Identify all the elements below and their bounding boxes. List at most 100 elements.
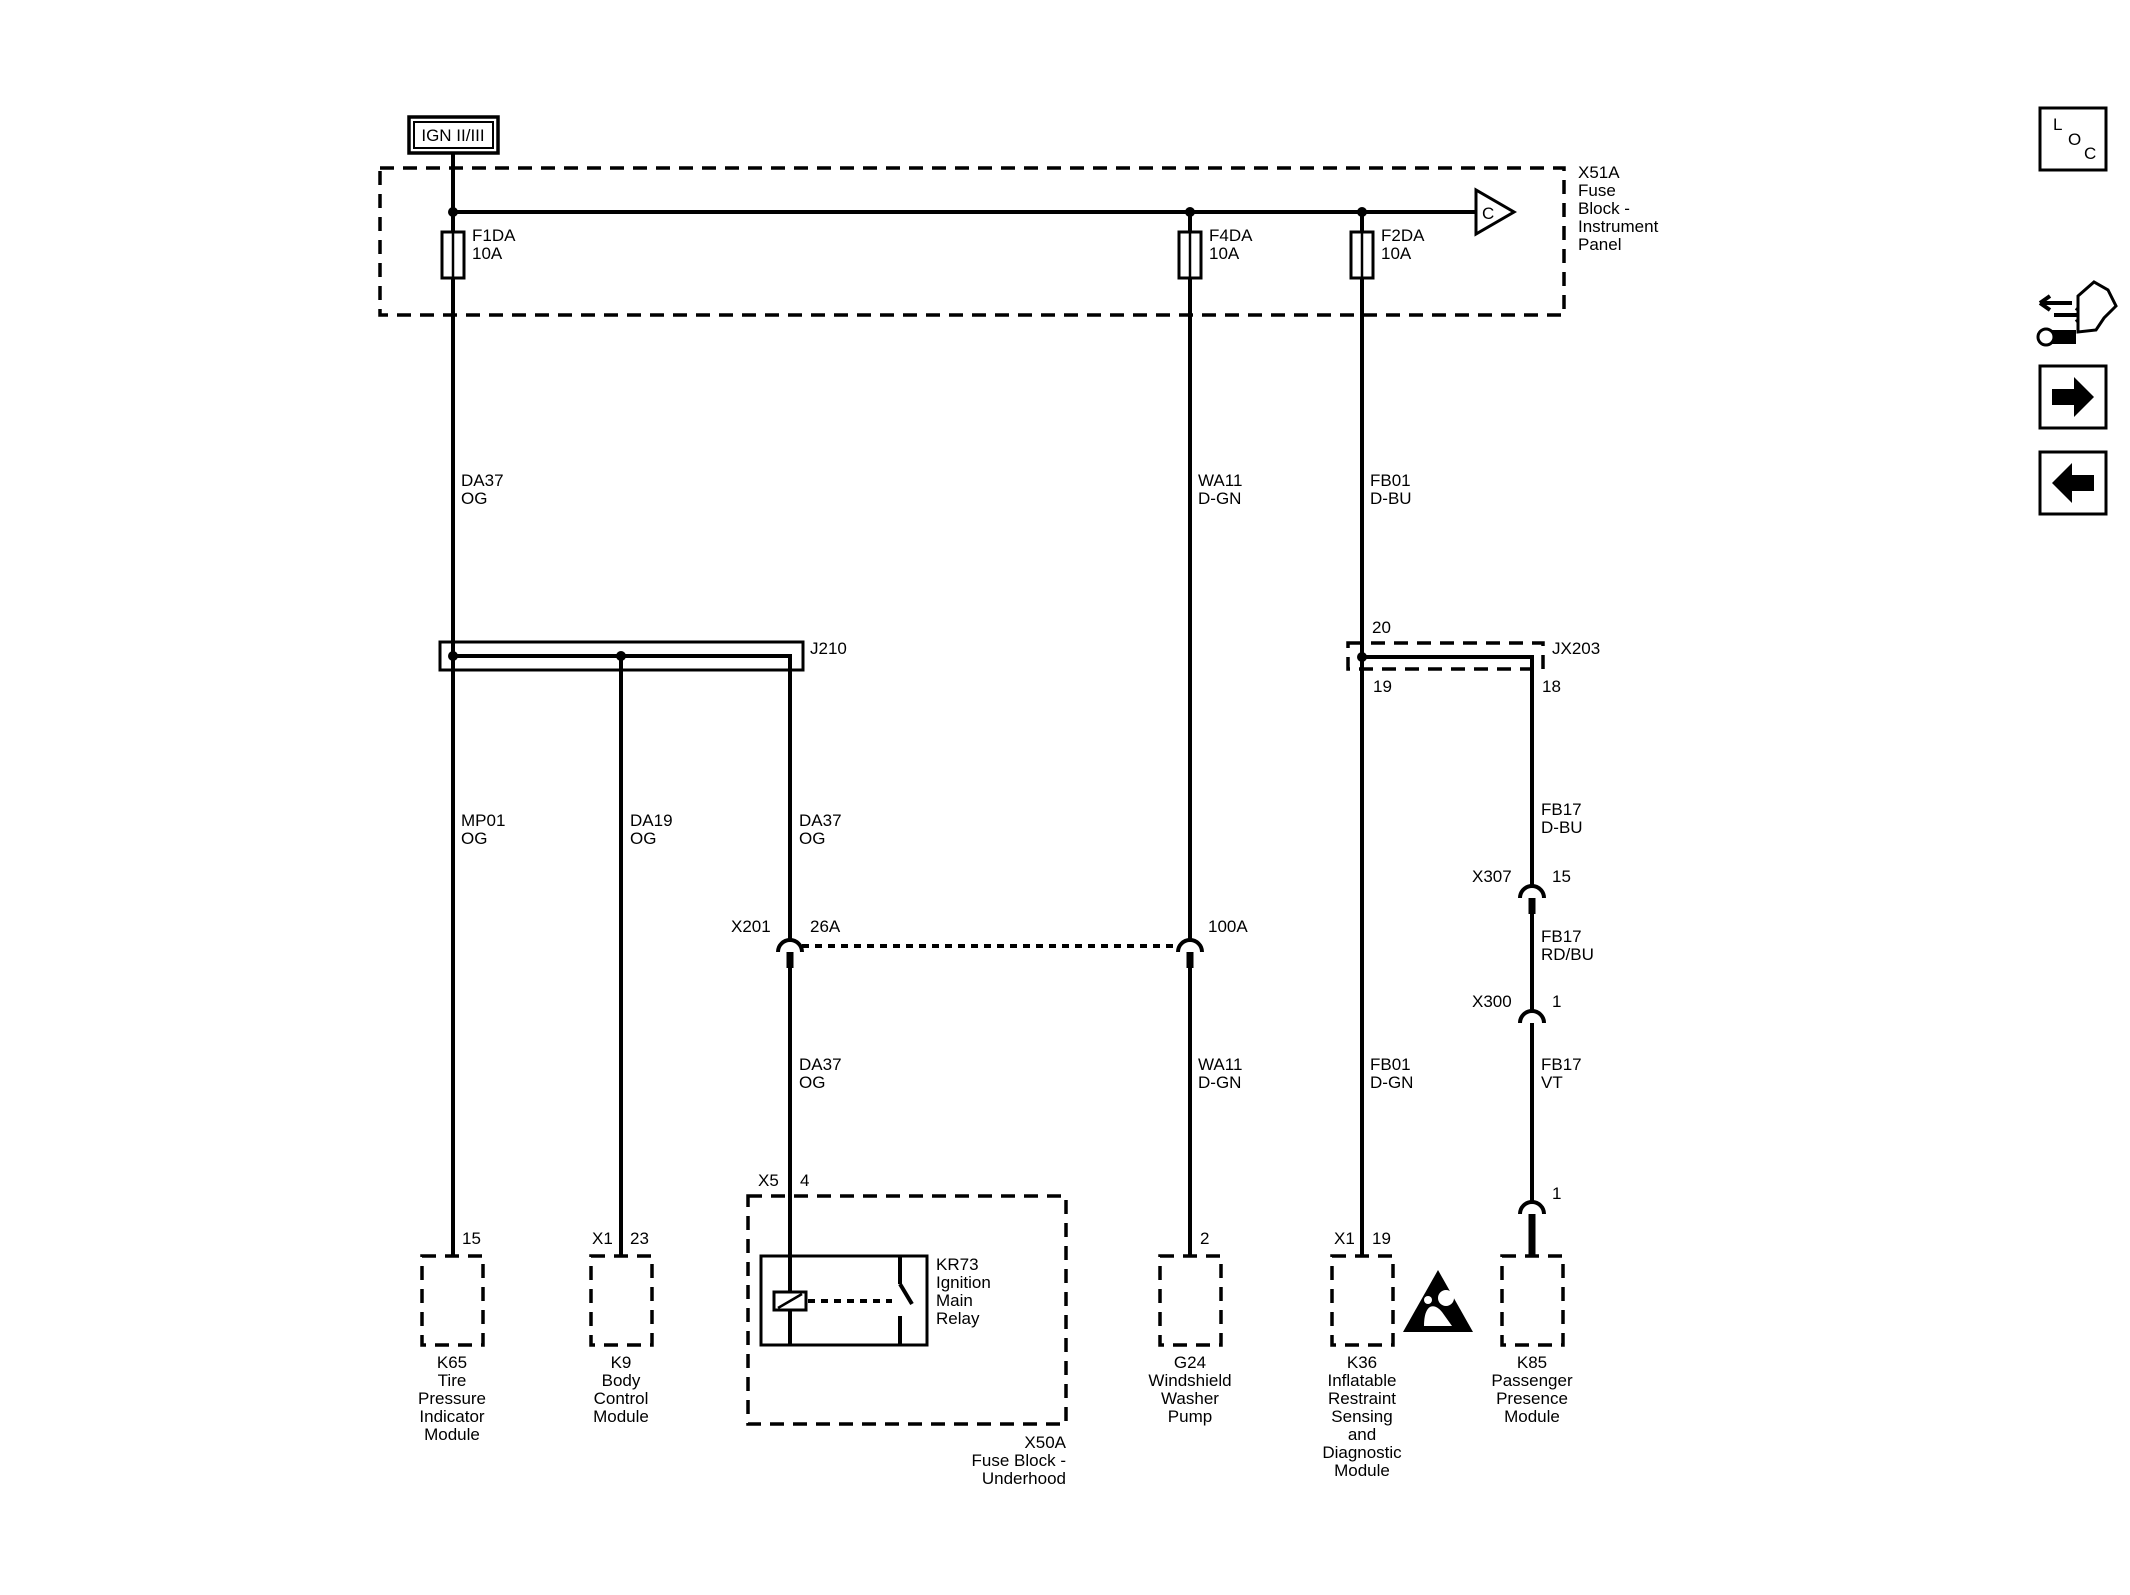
svg-text:4: 4	[800, 1171, 809, 1190]
svg-text:1: 1	[1552, 1184, 1561, 1203]
connector-x300: X300 1	[1472, 992, 1561, 1024]
fuse-f4da: F4DA 10A	[1177, 212, 1253, 280]
wire-label-fb17-low: FB17 VT	[1541, 1055, 1582, 1092]
bus-continuation: C	[1474, 187, 1517, 237]
svg-text:Restraint: Restraint	[1328, 1389, 1396, 1408]
loc-button[interactable]: L O C	[2038, 106, 2108, 172]
forward-arrow-icon	[2052, 377, 2094, 417]
power-source-label: IGN II/III	[421, 126, 484, 145]
diagnostic-button[interactable]	[2036, 280, 2118, 347]
svg-text:C: C	[2084, 144, 2096, 163]
power-source: IGN II/III	[407, 115, 500, 155]
component-k85: K85 Passenger Presence Module	[1491, 1254, 1573, 1426]
svg-text:Module: Module	[1504, 1407, 1560, 1426]
svg-text:D-GN: D-GN	[1198, 1073, 1241, 1092]
fuse-f2da: F2DA 10A	[1349, 212, 1425, 280]
svg-text:J210: J210	[810, 639, 847, 658]
svg-text:19: 19	[1372, 1229, 1391, 1248]
airbag-warning-icon	[1403, 1270, 1473, 1332]
svg-text:Ignition: Ignition	[936, 1273, 991, 1292]
svg-text:O: O	[2068, 130, 2081, 149]
connector-x201: X201 26A 100A	[731, 917, 1248, 968]
fuse-block-ip-outline	[378, 166, 1566, 317]
svg-text:Control: Control	[594, 1389, 649, 1408]
back-arrow-icon	[2052, 463, 2094, 503]
svg-text:10A: 10A	[472, 244, 503, 263]
svg-text:Tire: Tire	[438, 1371, 467, 1390]
svg-text:X1: X1	[592, 1229, 613, 1248]
svg-text:Washer: Washer	[1161, 1389, 1219, 1408]
splice-jx203: 20 19 18 JX203	[1346, 618, 1600, 696]
svg-text:Module: Module	[593, 1407, 649, 1426]
wire-label-fb01-low: FB01 D-GN	[1370, 1055, 1413, 1092]
svg-text:DA37: DA37	[799, 1055, 842, 1074]
svg-text:D-BU: D-BU	[1541, 818, 1583, 837]
relay-kr73: KR73 Ignition Main Relay	[759, 1254, 991, 1347]
svg-text:K85: K85	[1517, 1353, 1547, 1372]
svg-text:2: 2	[1200, 1229, 1209, 1248]
svg-text:18: 18	[1542, 677, 1561, 696]
svg-text:DA19: DA19	[630, 811, 673, 830]
svg-text:DA37: DA37	[461, 471, 504, 490]
svg-text:Sensing: Sensing	[1331, 1407, 1392, 1426]
svg-text:WA11: WA11	[1198, 471, 1242, 490]
svg-text:10A: 10A	[1209, 244, 1240, 263]
wire-label-da19: DA19 OG	[630, 811, 673, 848]
wire-label-da37-top: DA37 OG	[461, 471, 504, 508]
svg-text:DA37: DA37	[799, 811, 842, 830]
svg-text:15: 15	[462, 1229, 481, 1248]
svg-text:Module: Module	[424, 1425, 480, 1444]
svg-text:FB01: FB01	[1370, 1055, 1411, 1074]
svg-text:23: 23	[630, 1229, 649, 1248]
wire-label-wa11-low: WA11 D-GN	[1198, 1055, 1242, 1092]
wire-label-wa11-top: WA11 D-GN	[1198, 471, 1242, 508]
component-k65: 15 K65 Tire Pressure Indicator Module	[418, 1229, 486, 1444]
svg-text:FB17: FB17	[1541, 927, 1582, 946]
svg-text:Diagnostic: Diagnostic	[1322, 1443, 1402, 1462]
svg-text:Body: Body	[602, 1371, 641, 1390]
svg-text:Module: Module	[1334, 1461, 1390, 1480]
component-k9: X1 23 K9 Body Control Module	[589, 1229, 654, 1426]
svg-text:15: 15	[1552, 867, 1571, 886]
wire-label-da37-low: DA37 OG	[799, 1055, 842, 1092]
svg-text:OG: OG	[630, 829, 656, 848]
svg-text:MP01: MP01	[461, 811, 505, 830]
loc-icon: L O C	[2053, 115, 2096, 163]
svg-text:X50A: X50A	[1024, 1433, 1066, 1452]
svg-text:F2DA: F2DA	[1381, 226, 1425, 245]
svg-text:X201: X201	[731, 917, 771, 936]
svg-text:D-GN: D-GN	[1198, 489, 1241, 508]
wire-da37-mid	[621, 654, 792, 940]
forward-button[interactable]	[2038, 364, 2108, 430]
component-k36: X1 19 K36 Inflatable Restraint Sensing a…	[1322, 1229, 1402, 1480]
svg-text:JX203: JX203	[1552, 639, 1600, 658]
diagnostic-icon	[2036, 280, 2118, 347]
svg-text:20: 20	[1372, 618, 1391, 637]
svg-text:X307: X307	[1472, 867, 1512, 886]
svg-text:FB01: FB01	[1370, 471, 1411, 490]
svg-text:Presence: Presence	[1496, 1389, 1568, 1408]
svg-text:Inflatable: Inflatable	[1328, 1371, 1397, 1390]
svg-text:X5: X5	[758, 1171, 779, 1190]
back-button[interactable]	[2038, 450, 2108, 516]
svg-text:X300: X300	[1472, 992, 1512, 1011]
svg-text:Windshield: Windshield	[1148, 1371, 1231, 1390]
svg-text:Relay: Relay	[936, 1309, 980, 1328]
svg-text:Fuse Block -: Fuse Block -	[972, 1451, 1066, 1470]
connector-k85-inline: 1	[1518, 1184, 1561, 1256]
svg-text:D-GN: D-GN	[1370, 1073, 1413, 1092]
svg-text:OG: OG	[461, 489, 487, 508]
svg-text:F1DA: F1DA	[472, 226, 516, 245]
svg-text:Panel: Panel	[1578, 235, 1621, 254]
svg-text:OG: OG	[799, 1073, 825, 1092]
fuse-block-ip-label: X51A Fuse Block - Instrument Panel	[1578, 163, 1659, 254]
svg-text:26A: 26A	[810, 917, 841, 936]
svg-text:and: and	[1348, 1425, 1376, 1444]
svg-text:K9: K9	[611, 1353, 632, 1372]
svg-text:10A: 10A	[1381, 244, 1412, 263]
component-g24: 2 G24 Windshield Washer Pump	[1148, 1229, 1231, 1426]
wire-label-fb01-top: FB01 D-BU	[1370, 471, 1412, 508]
wire-label-da37-mid: DA37 OG	[799, 811, 842, 848]
svg-text:X1: X1	[1334, 1229, 1355, 1248]
